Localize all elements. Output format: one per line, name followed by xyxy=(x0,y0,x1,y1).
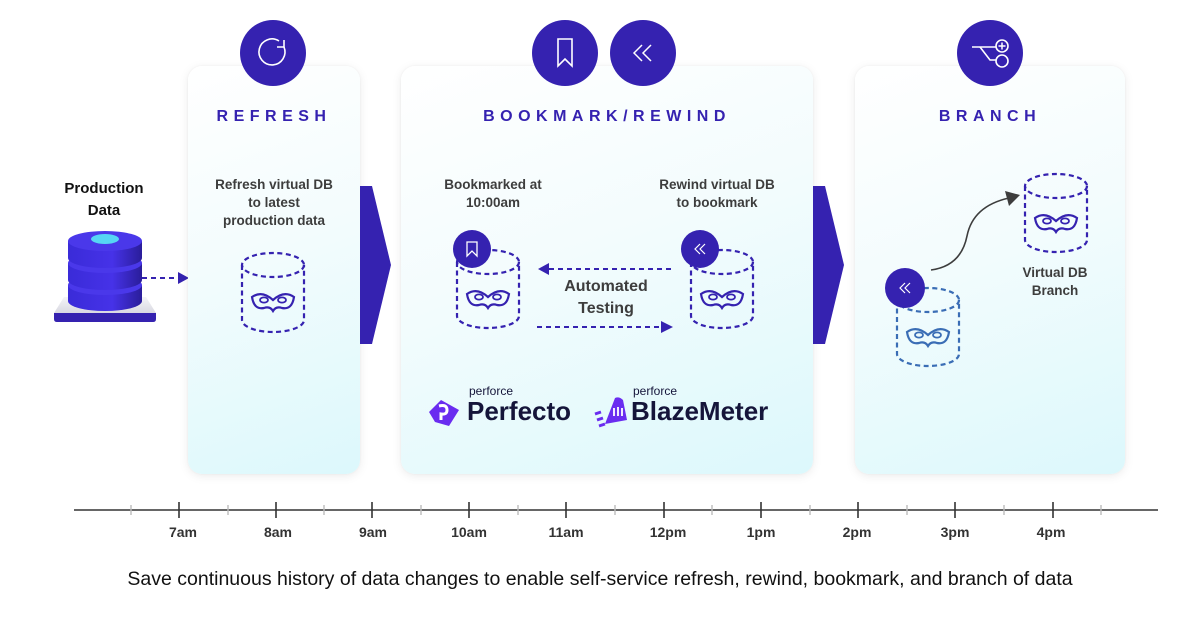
refresh-caption-line1: Refresh virtual DB xyxy=(215,177,333,192)
small-rewind-badge xyxy=(681,230,719,268)
tick-label-12pm: 12pm xyxy=(649,524,687,540)
perfecto-name: Perfecto xyxy=(467,396,572,426)
masked-virtual-db-icon xyxy=(240,251,306,334)
blazemeter-prefix: perforce xyxy=(633,384,678,398)
tick-label-7am: 7am xyxy=(168,524,198,540)
automated-testing-line2: Testing xyxy=(578,300,634,317)
small-rewind-badge-branch xyxy=(885,268,925,308)
tick-label-3pm: 3pm xyxy=(940,524,970,540)
blazemeter-name: BlazeMeter xyxy=(631,396,769,426)
rewind-caption-line1: Rewind virtual DB xyxy=(659,177,775,192)
bookmark-icon xyxy=(466,241,478,258)
refresh-card: REFRESH Refresh virtual DB to latest pro… xyxy=(188,66,360,474)
bookmark-rewind-card: BOOKMARK/REWIND Bookmarked at 10:00am Re… xyxy=(401,66,813,474)
curved-branch-arrow xyxy=(930,191,1020,271)
branch-title: BRANCH xyxy=(938,108,1042,125)
branch-caption: Virtual DB Branch xyxy=(1005,264,1105,300)
bookmark-rewind-title: BOOKMARK/REWIND xyxy=(483,108,731,125)
tick-label-8am: 8am xyxy=(263,524,293,540)
refresh-caption-line2: to latest xyxy=(248,195,300,210)
branch-caption-line2: Branch xyxy=(1031,283,1079,298)
rewind-icon-badge xyxy=(610,20,676,86)
rewind-icon xyxy=(899,282,911,294)
dashed-arrow-left xyxy=(538,263,671,275)
dashed-arrow-right xyxy=(537,321,673,333)
production-data-title-line1: Production xyxy=(64,180,144,197)
branch-icon-badge xyxy=(957,20,1023,86)
perfecto-logo-icon xyxy=(429,400,459,426)
production-data-title: Production Data xyxy=(44,178,164,222)
bookmark-icon-badge xyxy=(532,20,598,86)
production-data-title-line2: Data xyxy=(87,202,121,219)
rewind-caption: Rewind virtual DB to bookmark xyxy=(647,176,787,212)
branch-icon xyxy=(972,39,1009,68)
blazemeter-logo-icon xyxy=(594,397,627,428)
branch-caption-line1: Virtual DB xyxy=(1022,265,1088,280)
dashed-arrow-to-refresh xyxy=(142,272,189,284)
branch-virtual-db-icon xyxy=(1023,172,1089,254)
tick-label-9am: 9am xyxy=(358,524,388,540)
chevron-connector-2 xyxy=(813,186,844,344)
automated-testing-line1: Automated xyxy=(564,278,648,295)
refresh-icon-badge xyxy=(240,20,306,86)
rewind-icon xyxy=(694,243,706,255)
refresh-caption: Refresh virtual DB to latest production … xyxy=(188,176,360,230)
bookmarked-caption-line1: Bookmarked at xyxy=(444,177,542,192)
bookmark-icon xyxy=(557,38,573,68)
bookmarked-caption-line2: 10:00am xyxy=(465,195,521,210)
rewind-caption-line2: to bookmark xyxy=(676,195,758,210)
tick-label-2pm: 2pm xyxy=(842,524,872,540)
refresh-icon xyxy=(258,38,286,66)
tick-label-1pm: 1pm xyxy=(746,524,776,540)
rewind-icon xyxy=(632,44,652,62)
refresh-title: REFRESH xyxy=(216,108,332,125)
tick-label-10am: 10am xyxy=(451,524,487,540)
chevron-connector-1 xyxy=(360,186,391,344)
perfecto-logo: perforce Perfecto xyxy=(427,384,587,434)
bookmarked-caption: Bookmarked at 10:00am xyxy=(431,176,555,212)
tick-label-11am: 11am xyxy=(548,524,584,540)
database-stack-icon xyxy=(54,231,156,322)
branch-card: BRANCH Virtual DB Branch xyxy=(855,66,1125,474)
small-bookmark-badge xyxy=(453,230,491,268)
footer-description: Save continuous history of data changes … xyxy=(127,568,1073,590)
branch-source-db-icon xyxy=(895,286,961,368)
blazemeter-logo: perforce BlazeMeter xyxy=(593,384,793,434)
timeline-axis xyxy=(74,502,1158,518)
perfecto-prefix: perforce xyxy=(469,384,514,398)
refresh-caption-line3: production data xyxy=(223,213,325,228)
tick-label-4pm: 4pm xyxy=(1036,524,1066,540)
automated-testing-label: Automated Testing xyxy=(541,276,671,320)
